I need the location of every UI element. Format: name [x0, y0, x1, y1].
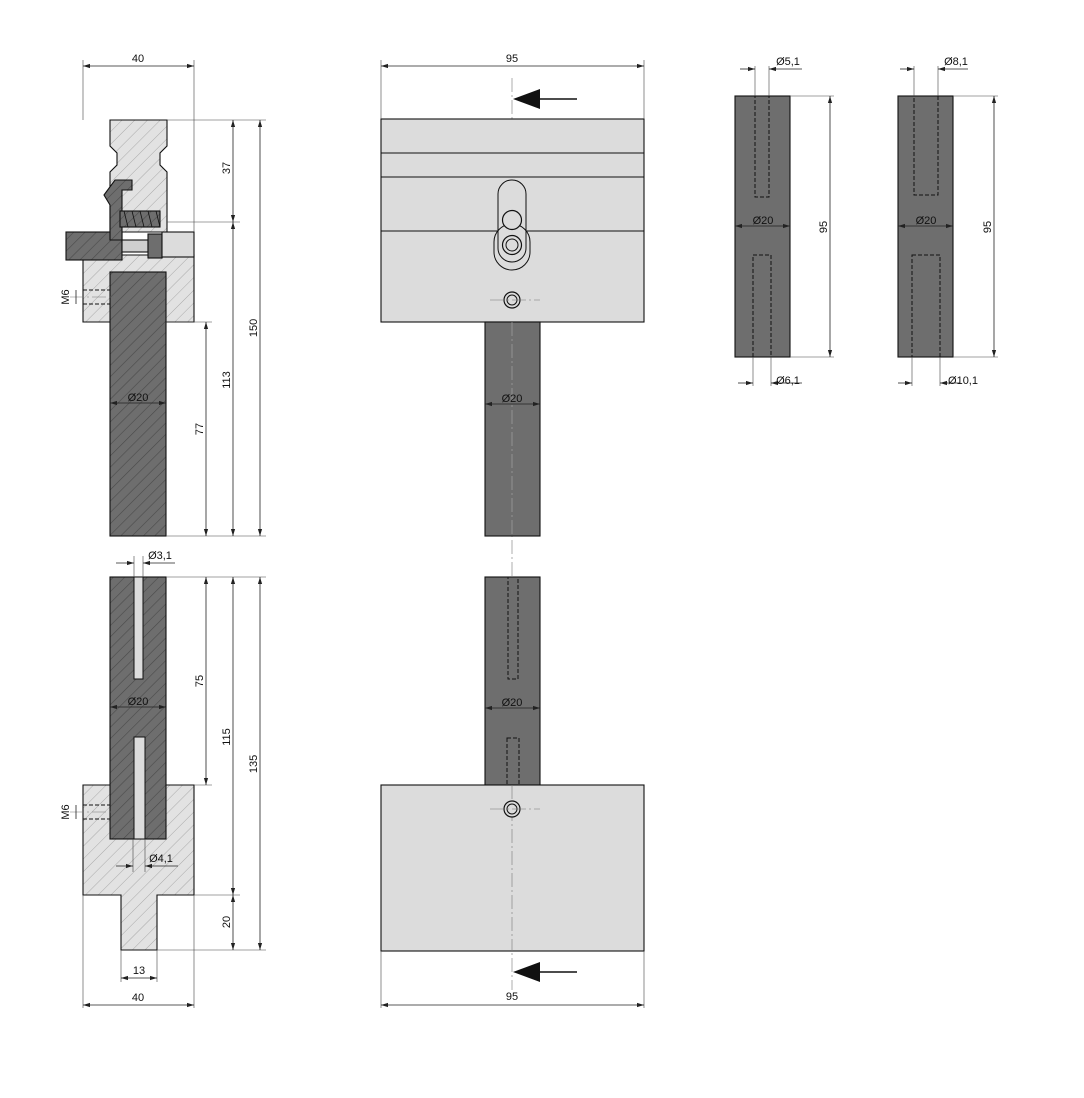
dim-mid-dia20-bot: Ø20	[502, 697, 523, 709]
pin-a: Ø5,1 Ø20 95 Ø6,1	[734, 56, 834, 387]
clamp-jaw	[103, 179, 133, 241]
dim-bot-dia20: Ø20	[128, 696, 149, 708]
upper-slot	[133, 576, 144, 680]
dim-pin-b-dia-top: Ø8,1	[944, 56, 968, 68]
dim-bot-dia41: Ø4,1	[149, 853, 173, 865]
spring-coils	[123, 210, 161, 228]
dim-bot-dia31: Ø3,1	[148, 550, 172, 562]
clamp-bolt	[65, 231, 123, 261]
dim-mid-bot-width: 95	[506, 991, 518, 1003]
upper-rod	[109, 271, 167, 537]
front-upper-rod	[484, 321, 541, 537]
dim-top-dia20: Ø20	[128, 392, 149, 404]
bolt-nut	[147, 233, 163, 259]
lower-slot	[133, 736, 146, 840]
upper-clamp-section: 40 37 150 113 77 Ø20 M6	[60, 53, 266, 537]
pin-b: Ø8,1 Ø20 95 Ø10,1	[897, 56, 998, 387]
dim-pin-b-len: 95	[982, 221, 994, 233]
dim-pin-a-dia-top: Ø5,1	[776, 56, 800, 68]
dim-top-h37: 37	[221, 162, 233, 174]
slot-pin-upper	[501, 209, 523, 231]
dim-bot-width: 40	[132, 992, 144, 1004]
dim-pin-a-dia-bot: Ø6,1	[776, 375, 800, 387]
lower-clamp-section: Ø3,1 75 115 135 20 Ø20 M6 Ø4,1 13	[60, 550, 266, 1008]
dim-bot-h135: 135	[248, 755, 260, 773]
dim-mid-dia20-top: Ø20	[502, 393, 523, 405]
dim-mid-top-width: 95	[506, 53, 518, 65]
dim-top-m6: M6	[60, 289, 72, 304]
bolt-shank	[121, 239, 149, 253]
dim-top-width: 40	[132, 53, 144, 65]
dim-pin-b-dia20: Ø20	[916, 215, 937, 227]
direction-arrow-top	[513, 89, 540, 109]
dim-bot-h20: 20	[221, 916, 233, 928]
dim-pin-b-dia-bot: Ø10,1	[948, 375, 978, 387]
bolt-collar	[161, 231, 195, 258]
front-view: 95 Ø20 Ø20 95	[380, 53, 645, 1008]
dim-bot-h115: 115	[221, 728, 233, 746]
dim-pin-a-dia20: Ø20	[753, 215, 774, 227]
front-lower-rod	[484, 576, 541, 786]
slot-pin-lower	[501, 234, 523, 256]
dim-top-h150: 150	[248, 319, 260, 337]
dim-bot-w13: 13	[133, 965, 145, 977]
dim-bot-h75: 75	[194, 675, 206, 687]
dim-top-h77: 77	[194, 423, 206, 435]
dim-bot-m6: M6	[60, 804, 72, 819]
direction-arrow-bottom	[513, 962, 540, 982]
dim-top-h113: 113	[221, 371, 233, 389]
dim-pin-a-len: 95	[818, 221, 830, 233]
